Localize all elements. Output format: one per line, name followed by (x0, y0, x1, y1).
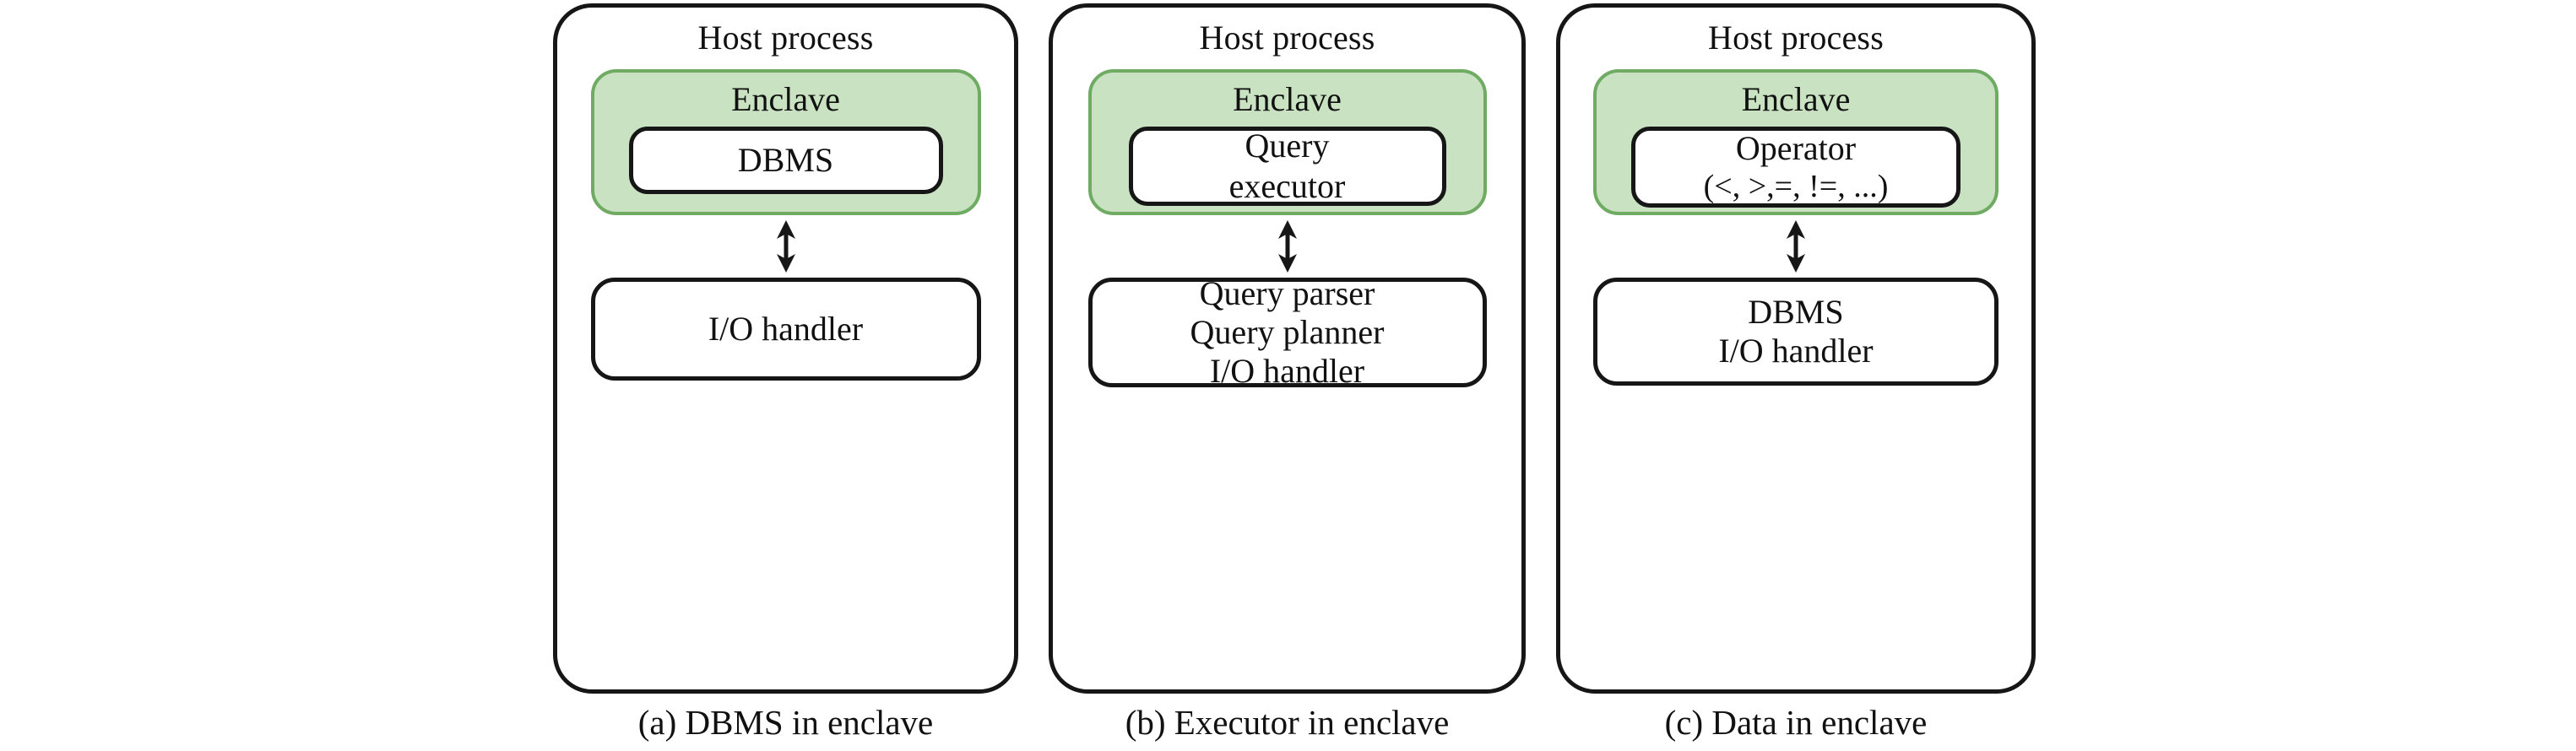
host-component-line-b-2: I/O handler (1209, 351, 1365, 390)
panel-b-executor-in-enclave: Host process Enclave Query executor (1049, 0, 1526, 742)
host-component-box-a: I/O handler (590, 277, 981, 381)
enclave-component-box-a: DBMS (628, 126, 943, 194)
host-component-box-c: DBMS I/O handler (1593, 277, 1998, 386)
double-headed-vertical-arrow-icon-b (1277, 219, 1297, 273)
host-process-box-b: Host process Enclave Query executor (1049, 3, 1526, 694)
arrow-container-b (1053, 219, 1521, 274)
host-component-line-a-0: I/O handler (708, 310, 864, 348)
host-component-line-b-1: Query planner (1190, 313, 1385, 351)
caption-a: (a) DBMS in enclave (637, 703, 934, 742)
enclave-box-b: Enclave Query executor (1087, 68, 1487, 215)
panel-a-dbms-in-enclave: Host process Enclave DBMS I/O handler (553, 0, 1018, 742)
host-component-line-c-0: DBMS (1748, 293, 1844, 332)
panel-row: Host process Enclave DBMS I/O handler (553, 0, 2036, 751)
enclave-component-line-b-0: Query (1245, 127, 1330, 165)
enclave-component-line-b-1: executor (1228, 166, 1346, 205)
host-process-label-b: Host process (1199, 19, 1375, 57)
enclave-component-line-a-0: DBMS (737, 141, 834, 179)
enclave-box-a: Enclave DBMS (590, 68, 981, 215)
host-component-line-b-0: Query parser (1199, 274, 1375, 313)
caption-c: (c) Data in enclave (1664, 703, 1928, 742)
caption-b: (b) Executor in enclave (1125, 703, 1450, 742)
host-process-box-c: Host process Enclave Operator (<, >,=, !… (1556, 3, 2036, 694)
enclave-box-c: Enclave Operator (<, >,=, !=, ...) (1593, 68, 1998, 215)
enclave-component-line-c-1: (<, >,=, !=, ...) (1703, 168, 1889, 204)
enclave-label-b: Enclave (1233, 79, 1342, 118)
enclave-component-line-c-0: Operator (1735, 128, 1857, 167)
enclave-label-c: Enclave (1741, 79, 1851, 118)
enclave-label-a: Enclave (731, 79, 840, 118)
host-process-label-c: Host process (1708, 19, 1884, 57)
arrow-container-a (557, 219, 1014, 274)
double-headed-vertical-arrow-icon-a (776, 219, 795, 273)
panel-c-data-in-enclave: Host process Enclave Operator (<, >,=, !… (1556, 0, 2036, 742)
host-process-label-a: Host process (697, 19, 874, 57)
host-component-line-c-1: I/O handler (1718, 331, 1874, 370)
arrow-container-c (1560, 219, 2031, 274)
enclave-component-box-c: Operator (<, >,=, !=, ...) (1631, 126, 1960, 208)
host-component-box-b: Query parser Query planner I/O handler (1087, 274, 1487, 390)
enclave-component-box-b: Query executor (1128, 126, 1446, 206)
double-headed-vertical-arrow-icon-c (1787, 219, 1805, 273)
host-process-box-a: Host process Enclave DBMS I/O handler (553, 3, 1018, 694)
